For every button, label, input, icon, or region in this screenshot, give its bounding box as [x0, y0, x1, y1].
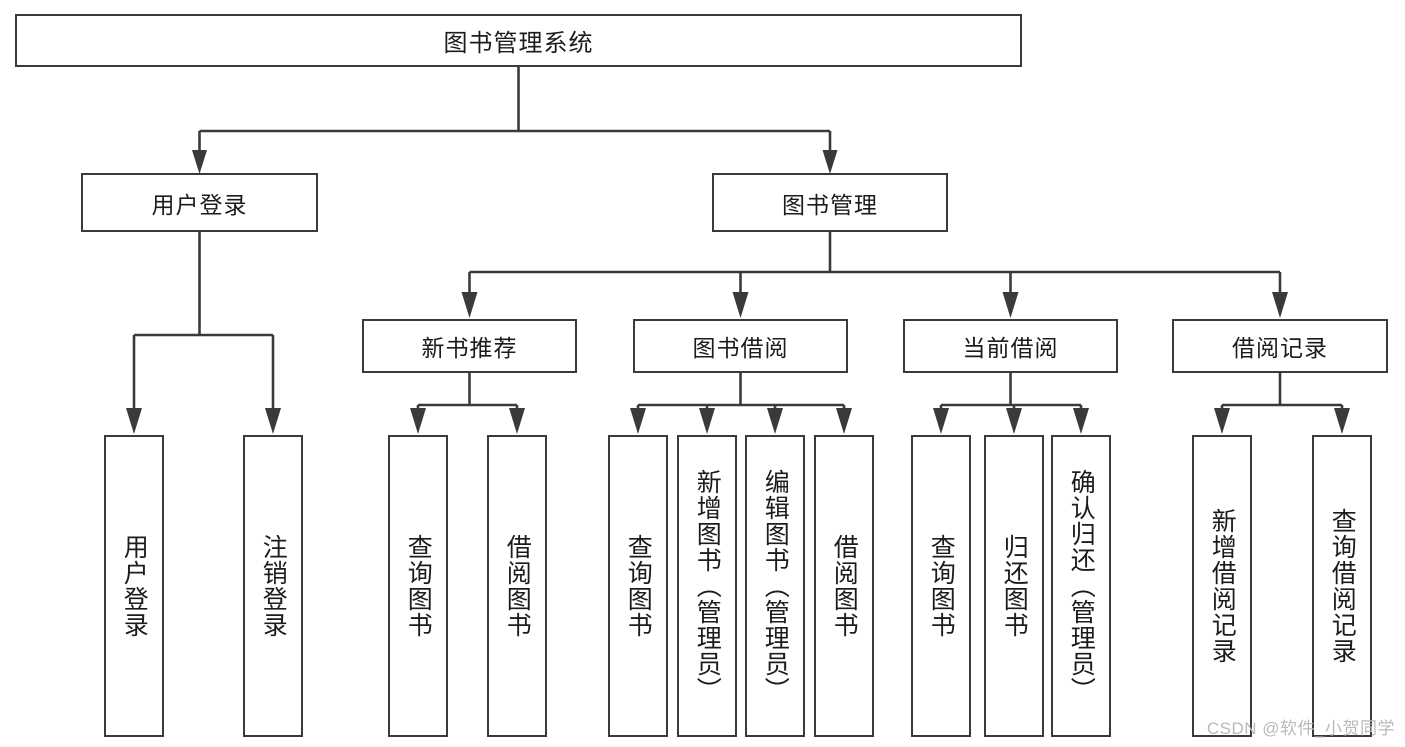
leaf-borrow-book-2[interactable]: 借阅图书: [814, 435, 874, 737]
leaf-user-logout-label: 注销登录: [259, 534, 288, 638]
connector-bookborrow-to-leaves: [630, 373, 852, 434]
leaf-query-book-1-label: 查询图书: [404, 534, 433, 638]
leaf-user-logout[interactable]: 注销登录: [243, 435, 303, 737]
node-user-login-label: 用户登录: [151, 191, 248, 218]
connector-bookmanage-to-level3: [461, 232, 1288, 318]
leaf-confirm-return-admin[interactable]: 确认归还（管理员）: [1051, 435, 1111, 737]
leaf-borrow-book-1-label: 借阅图书: [503, 534, 532, 638]
node-book-manage-label: 图书管理: [782, 191, 878, 218]
connector-userlogin-to-leaves: [126, 232, 281, 434]
connector-arrows-level2: [192, 131, 838, 174]
node-book-borrow[interactable]: 图书借阅: [633, 319, 848, 373]
connector-newbook-to-leaves: [410, 373, 525, 434]
node-book-borrow-label: 图书借阅: [692, 335, 789, 361]
connector-borrowrecord-to-leaves: [1214, 373, 1350, 434]
leaf-query-book-2[interactable]: 查询图书: [608, 435, 668, 737]
node-new-book-recommend[interactable]: 新书推荐: [362, 319, 577, 373]
leaf-add-borrow-record-label: 新增借阅记录: [1208, 508, 1237, 664]
leaf-query-book-2-label: 查询图书: [624, 534, 653, 638]
leaf-add-book-admin-label: 新增图书（管理员）: [693, 469, 722, 703]
node-borrow-record[interactable]: 借阅记录: [1172, 319, 1388, 373]
connector-currentborrow-to-leaves: [933, 373, 1089, 434]
leaf-borrow-book-1[interactable]: 借阅图书: [487, 435, 547, 737]
leaf-query-borrow-record[interactable]: 查询借阅记录: [1312, 435, 1372, 737]
leaf-user-login[interactable]: 用户登录: [104, 435, 164, 737]
watermark: CSDN @软件_小贺同学: [1206, 719, 1395, 738]
leaf-query-book-3-label: 查询图书: [927, 534, 956, 638]
leaf-query-borrow-record-label: 查询借阅记录: [1328, 508, 1357, 664]
leaf-return-book[interactable]: 归还图书: [984, 435, 1044, 737]
leaf-edit-book-admin-label: 编辑图书（管理员）: [761, 469, 790, 703]
leaf-query-book-1[interactable]: 查询图书: [388, 435, 448, 737]
leaf-confirm-return-admin-label: 确认归还（管理员）: [1067, 469, 1096, 703]
connector-root-to-level2: [199, 67, 830, 133]
node-new-book-recommend-label: 新书推荐: [421, 335, 518, 361]
leaf-query-book-3[interactable]: 查询图书: [911, 435, 971, 737]
leaf-add-borrow-record[interactable]: 新增借阅记录: [1192, 435, 1252, 737]
leaf-edit-book-admin[interactable]: 编辑图书（管理员）: [745, 435, 805, 737]
leaf-borrow-book-2-label: 借阅图书: [830, 534, 859, 638]
node-root-label: 图书管理系统: [443, 30, 594, 57]
node-user-login[interactable]: 用户登录: [81, 173, 318, 232]
node-borrow-record-label: 借阅记录: [1232, 335, 1328, 361]
node-current-borrow-label: 当前借阅: [962, 335, 1059, 361]
leaf-add-book-admin[interactable]: 新增图书（管理员）: [677, 435, 737, 737]
node-root[interactable]: 图书管理系统: [15, 14, 1022, 67]
leaf-user-login-label: 用户登录: [120, 534, 149, 638]
leaf-return-book-label: 归还图书: [1000, 534, 1029, 638]
node-book-manage[interactable]: 图书管理: [712, 173, 948, 232]
node-current-borrow[interactable]: 当前借阅: [903, 319, 1118, 373]
